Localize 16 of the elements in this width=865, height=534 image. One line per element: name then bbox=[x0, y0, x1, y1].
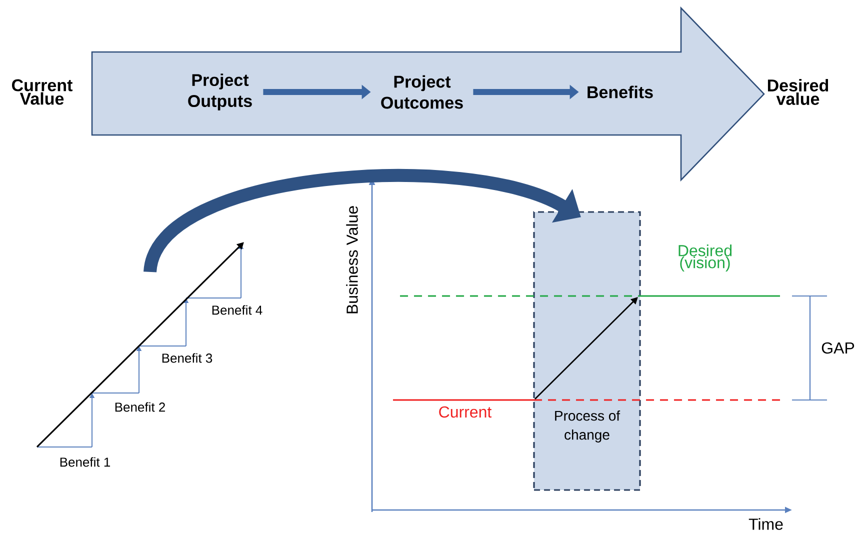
value-label: Desired value bbox=[768, 79, 828, 105]
benefit-label: Benefit 3 bbox=[162, 353, 212, 363]
gap-label: GAP bbox=[822, 342, 854, 354]
benefit-label: Benefit 1 bbox=[60, 457, 110, 467]
flow-arrow-band bbox=[91, 6, 765, 182]
benefit-label: Benefit 4 bbox=[212, 305, 262, 315]
stage-label: Benefits bbox=[588, 86, 653, 98]
axis-label: Time bbox=[748, 518, 783, 530]
axis-label: Business Value bbox=[346, 206, 358, 314]
stage-label: Project Outputs bbox=[188, 74, 252, 110]
level-label: Desired (vision) bbox=[678, 244, 732, 272]
stage-label: Project Outcomes bbox=[381, 75, 463, 109]
level-label: Current bbox=[439, 406, 492, 418]
value-label: Current Value bbox=[12, 79, 72, 105]
benefit-label: Benefit 2 bbox=[115, 402, 165, 412]
process-box: Process of change bbox=[533, 211, 641, 491]
